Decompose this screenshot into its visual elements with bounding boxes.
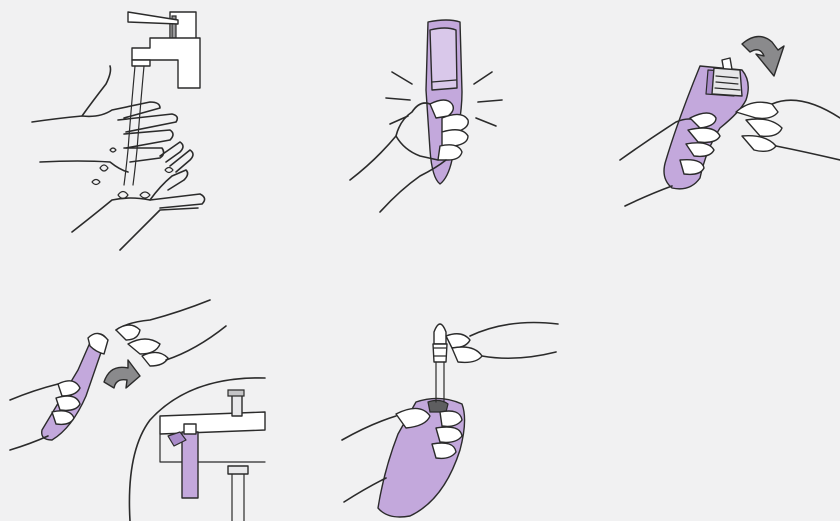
open-cap-icon bbox=[615, 25, 840, 210]
wash-hands-icon bbox=[25, 5, 225, 255]
rinse-applicator-icon bbox=[8, 298, 270, 521]
hold-applicator-icon bbox=[345, 15, 510, 215]
insert-swab-icon bbox=[338, 312, 563, 521]
